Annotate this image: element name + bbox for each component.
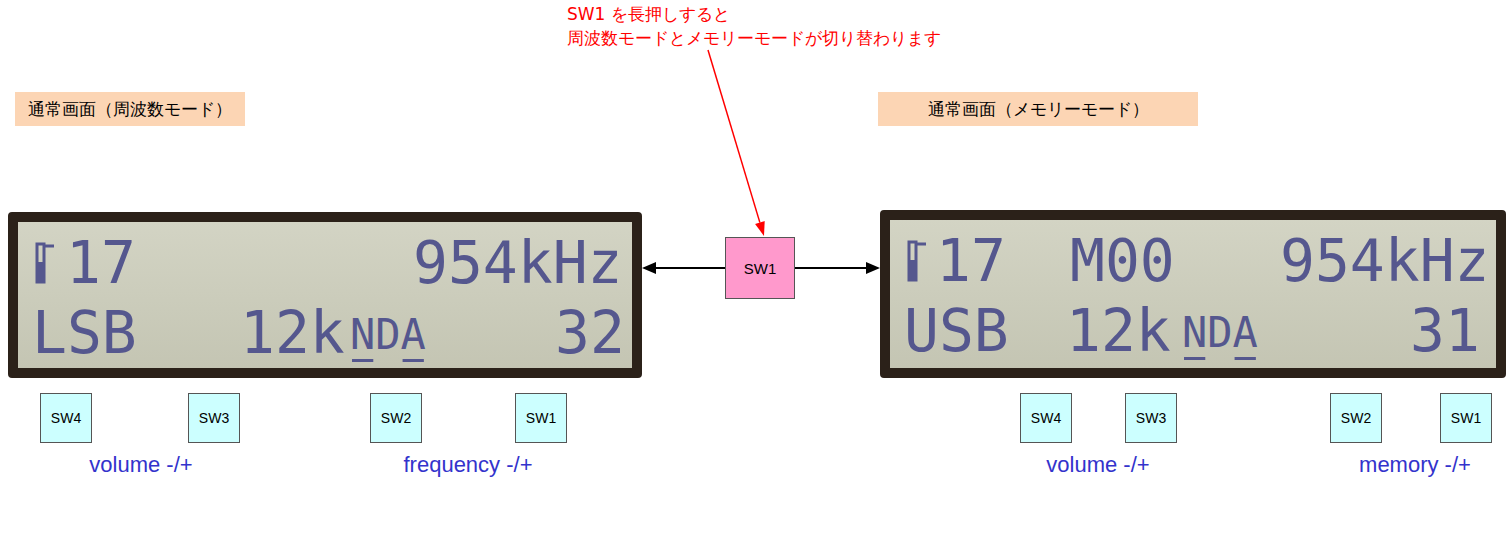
switch-label: SW4 xyxy=(1031,410,1061,426)
signal-icon-bar xyxy=(909,242,916,280)
lcd-memory: M00 xyxy=(1070,232,1175,290)
signal-icon-tick xyxy=(44,245,54,248)
lcd-underline-bar xyxy=(352,359,373,362)
switch-button: SW2 xyxy=(370,393,422,443)
lcd-flags: NDA xyxy=(1182,312,1258,354)
lcd-mode: LSB xyxy=(32,304,137,362)
leader-line xyxy=(708,50,760,223)
lcd-display: 17 M00 954kHzUSB 12k NDA 31 xyxy=(880,210,1506,378)
signal-icon-tick xyxy=(916,243,926,246)
mode-arrow xyxy=(795,262,880,274)
signal-icon-bar xyxy=(37,244,44,282)
button-function: volume -/+ xyxy=(89,452,192,478)
switch-label: SW3 xyxy=(199,410,229,426)
mode-switch-button: SW1 xyxy=(725,237,795,299)
mode-arrow xyxy=(642,262,725,274)
button-function: memory -/+ xyxy=(1359,452,1471,478)
button-function: volume -/+ xyxy=(1046,452,1149,478)
button-function: frequency -/+ xyxy=(403,452,532,478)
screen-title-box: 通常画面（メモリーモード） xyxy=(878,92,1198,126)
lcd-underline xyxy=(1182,356,1262,362)
lcd-level: 31 xyxy=(1410,302,1480,360)
lcd-channel: 17 xyxy=(936,232,1006,290)
screen-title: 通常画面（周波数モード） xyxy=(28,98,232,121)
signal-icon xyxy=(34,240,56,286)
lcd-underline xyxy=(350,358,430,364)
switch-label: SW2 xyxy=(381,410,411,426)
lcd-channel: 17 xyxy=(66,234,136,292)
callout-note: 周波数モードとメモリーモードが切り替わります xyxy=(567,27,941,50)
signal-icon-fill xyxy=(909,260,916,280)
switch-button: SW4 xyxy=(40,393,92,443)
signal-icon-fill xyxy=(37,262,44,282)
lcd-display: 17 954kHzLSB 12kNDA 32 xyxy=(8,212,642,378)
lcd-mode: USB xyxy=(904,302,1009,360)
leader-arrowhead xyxy=(755,221,765,236)
arrowhead xyxy=(642,262,656,274)
switch-button: SW1 xyxy=(515,393,567,443)
screen-title-box: 通常画面（周波数モード） xyxy=(15,92,245,126)
screen-title: 通常画面（メモリーモード） xyxy=(928,98,1149,121)
lcd-frequency: 954kHz xyxy=(413,234,623,292)
lcd-bandwidth: 12k xyxy=(240,304,345,362)
lcd-bandwidth: 12k xyxy=(1066,302,1171,360)
lcd-underline-bar xyxy=(403,359,424,362)
switch-button: SW3 xyxy=(188,393,240,443)
switch-label: SW4 xyxy=(51,410,81,426)
arrow-line xyxy=(795,267,867,269)
switch-label: SW2 xyxy=(1341,410,1371,426)
lcd-flags: NDA xyxy=(350,314,426,356)
callout-note: SW1 を長押しすると xyxy=(567,3,730,26)
lcd-level: 32 xyxy=(555,304,625,362)
lcd-underline-bar xyxy=(1184,357,1205,360)
switch-button: SW3 xyxy=(1125,393,1177,443)
switch-label: SW3 xyxy=(1136,410,1166,426)
signal-icon xyxy=(906,238,928,284)
switch-label: SW1 xyxy=(526,410,556,426)
switch-button: SW2 xyxy=(1330,393,1382,443)
lcd-frequency: 954kHz xyxy=(1280,232,1490,290)
arrow-line xyxy=(655,267,725,269)
switch-label: SW1 xyxy=(1451,410,1481,426)
switch-label: SW1 xyxy=(744,260,777,277)
lcd-underline-bar xyxy=(1235,357,1256,360)
switch-button: SW4 xyxy=(1020,393,1072,443)
arrowhead xyxy=(866,262,880,274)
switch-button: SW1 xyxy=(1440,393,1492,443)
